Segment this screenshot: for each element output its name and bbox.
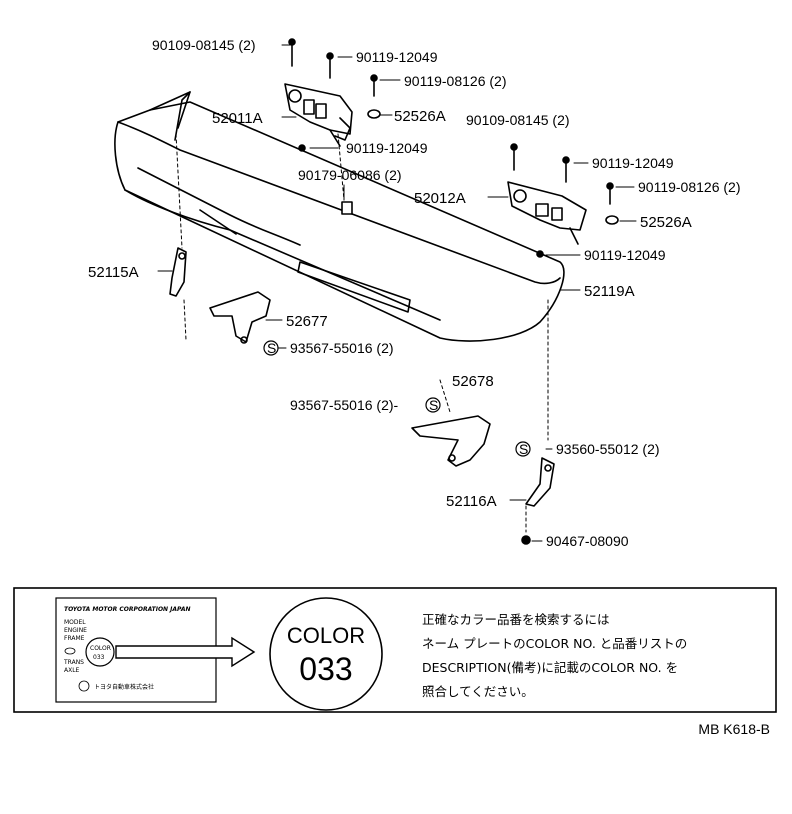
part-label-52116a: 52116A: [446, 493, 497, 510]
bracket-52011a: [284, 83, 353, 147]
bolt-90467: [521, 535, 531, 545]
note-line-3: DESCRIPTION(備考)に記載のCOLOR NO. を: [422, 660, 679, 675]
part-label-52115a: 52115A: [88, 264, 139, 281]
plate-row-axle: AXLE: [64, 667, 80, 674]
bracket-52678: [411, 415, 491, 467]
bumper-52119a: [114, 91, 565, 342]
part-label-93567-55016-b: 93567-55016 (2)-: [290, 397, 399, 413]
part-label-90109-08145-b: 90109-08145 (2): [466, 112, 570, 128]
bolts: [288, 38, 614, 258]
color-circle: COLOR 033: [269, 597, 383, 711]
color-label: COLOR: [287, 623, 365, 648]
s-mark-3-label: S: [519, 441, 528, 457]
parts-drawing: [114, 38, 637, 545]
part-label-90467-08090: 90467-08090: [546, 533, 629, 549]
clip-90179: [341, 201, 353, 215]
color-code: 033: [299, 651, 352, 687]
note-line-2: ネーム プレートのCOLOR NO. と品番リストの: [422, 636, 688, 651]
plate-small-color: COLOR: [90, 645, 111, 652]
bracket-52677: [209, 291, 271, 344]
s-mark-1: [263, 340, 279, 356]
leader-lines: [157, 44, 637, 542]
s-mark-1-label: S: [267, 340, 276, 356]
bracket-52115a: [169, 247, 187, 297]
info-box: [13, 587, 777, 713]
washers: [367, 109, 619, 225]
part-label-90119-08126-a: 90119-08126 (2): [404, 73, 506, 89]
note-line-1: 正確なカラー品番を検索するには: [422, 612, 610, 627]
part-label-90119-12049-d: 90119-12049: [584, 247, 666, 263]
part-label-52526a-a: 52526A: [394, 108, 446, 125]
part-label-52526a-b: 52526A: [640, 214, 692, 231]
bracket-52116a: [525, 457, 555, 507]
part-label-52678: 52678: [452, 373, 494, 390]
part-label-52677: 52677: [286, 313, 328, 330]
reference-code: MB K618-B: [698, 721, 770, 737]
plate-row-model: MODEL: [64, 619, 86, 626]
part-label-90119-12049-b: 90119-12049: [346, 140, 428, 156]
plate-row-frame: FRAME: [64, 635, 85, 642]
plate-maker: TOYOTA MOTOR CORPORATION JAPAN: [64, 606, 191, 613]
s-mark-3: [515, 441, 531, 457]
color-note: 正確なカラー品番を検索するには ネーム プレートのCOLOR NO. と品番リス…: [422, 608, 772, 704]
part-label-90119-12049-c: 90119-12049: [592, 155, 674, 171]
arrow-icon: [115, 636, 256, 668]
part-label-52011a: 52011A: [212, 110, 263, 127]
part-label-90109-08145: 90109-08145 (2): [152, 37, 256, 53]
part-label-52012a: 52012A: [414, 190, 466, 207]
s-mark-2-label: S: [429, 397, 438, 413]
s-mark-2: [425, 397, 441, 413]
part-label-52119a: 52119A: [584, 283, 635, 300]
part-label-93567-55016-a: 93567-55016 (2): [290, 340, 394, 356]
plate-small-code: 033: [93, 654, 105, 661]
part-label-93560-55012: 93560-55012 (2): [556, 441, 660, 457]
s-marks: [263, 340, 531, 457]
plate-company: トヨタ自動車株式会社: [94, 683, 154, 691]
bracket-52012a: [507, 181, 587, 245]
part-label-90119-12049-a: 90119-12049: [356, 49, 438, 65]
note-line-4: 照合してください。: [422, 684, 534, 699]
plate-row-engine: ENGINE: [64, 627, 87, 634]
part-label-90179-06086: 90179-06086 (2): [298, 167, 402, 183]
part-label-90119-08126-b: 90119-08126 (2): [638, 179, 740, 195]
dashed-guides: [175, 133, 549, 533]
plate-row-trans: TRANS: [63, 659, 84, 666]
